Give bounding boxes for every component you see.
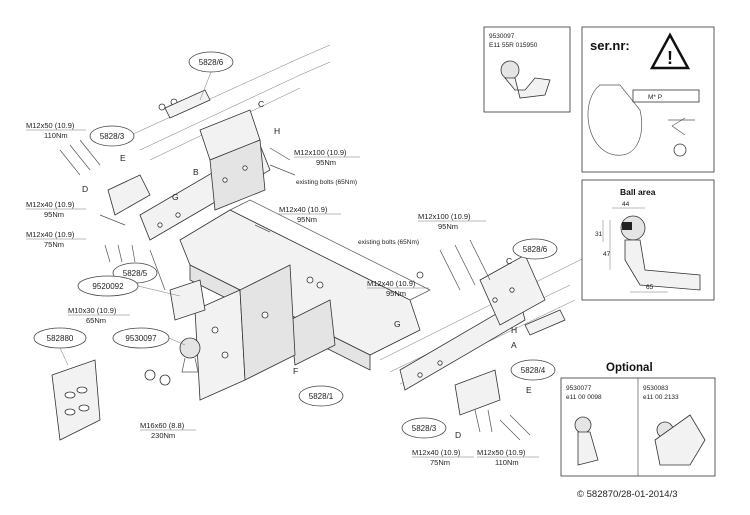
dim-65: 65 bbox=[646, 284, 654, 291]
sernr-title: ser.nr: bbox=[590, 38, 630, 53]
warning-triangle-icon bbox=[649, 32, 691, 70]
part-9530097: 9530097 bbox=[125, 334, 157, 343]
part-5828-5: 5828/5 bbox=[123, 269, 148, 278]
ball-mount-plate bbox=[194, 264, 296, 401]
letter-E-left: E bbox=[120, 153, 126, 163]
ball-area-box: Ball area 44 31 47 65 bbox=[581, 179, 715, 301]
bolt-spec-9-size: M16x60 (8.8) bbox=[140, 421, 185, 430]
bolt-spec-8-size: M10x30 (10.9) bbox=[68, 306, 117, 315]
bolt-spec-6-torque: 95Nm bbox=[438, 222, 458, 231]
bolt-spec-11-torque: 110Nm bbox=[495, 458, 519, 467]
bolt-spec-10-torque: 75Nm bbox=[430, 458, 450, 467]
letter-E-right: E bbox=[526, 385, 532, 395]
bolt-spec-11-size: M12x50 (10.9) bbox=[477, 448, 526, 457]
bolt-spec-5-torque: 95Nm bbox=[297, 215, 317, 224]
bolt-specs: M12x50 (10.9) 110Nm M12x100 (10.9) 95Nm … bbox=[26, 121, 539, 467]
bolt-spec-3-torque: 95Nm bbox=[44, 210, 64, 219]
bolt-spec-4-torque: 75Nm bbox=[44, 240, 64, 249]
ball-approval: E11 55R 015950 bbox=[489, 42, 538, 49]
part-5828-4: 5828/4 bbox=[521, 366, 546, 375]
letter-D-left: D bbox=[82, 184, 88, 194]
part-5828-3-left: 5828/3 bbox=[100, 132, 125, 141]
dim-44: 44 bbox=[622, 201, 630, 208]
bolt-spec-9-torque: 230Nm bbox=[151, 431, 175, 440]
warning-exclamation-icon: ! bbox=[667, 48, 673, 68]
dim-47: 47 bbox=[603, 251, 611, 258]
letter-F: F bbox=[293, 366, 298, 376]
letter-G-left: G bbox=[172, 192, 179, 202]
bolt-spec-1-size: M12x50 (10.9) bbox=[26, 121, 75, 130]
bolt-spec-1-torque: 110Nm bbox=[44, 131, 68, 140]
bolt-spec-3-size: M12x40 (10.9) bbox=[26, 200, 75, 209]
part-5828-1: 5828/1 bbox=[309, 392, 334, 401]
letter-C-right: C bbox=[506, 256, 512, 266]
socket-plate bbox=[51, 359, 101, 441]
letter-D-right: D bbox=[455, 430, 461, 440]
part-callouts: 5828/6 5828/3 5828/5 9520092 9530097 582… bbox=[33, 51, 558, 439]
letter-H-right: H bbox=[511, 325, 517, 335]
small-plates bbox=[107, 89, 566, 416]
letter-G-right: G bbox=[394, 319, 401, 329]
existing-bolts-left: existing bolts (65Nm) bbox=[296, 179, 357, 186]
part-5828-6-top: 5828/6 bbox=[199, 58, 224, 67]
optional-section: Optional 9530077 e11 00 0098 9530083 e11… bbox=[560, 362, 716, 477]
letter-labels: C H E D B G C G H A F E D bbox=[82, 99, 532, 440]
bolt-spec-6-size: M12x100 (10.9) bbox=[418, 212, 471, 221]
part-5828-3-right: 5828/3 bbox=[412, 424, 437, 433]
bolt-spec-10-size: M12x40 (10.9) bbox=[412, 448, 461, 457]
right-bracket bbox=[399, 254, 546, 391]
optional-item2-approval: e11 00 2133 bbox=[643, 394, 679, 401]
letter-C-left: C bbox=[258, 99, 264, 109]
optional-title: Optional bbox=[606, 362, 653, 374]
part-582880: 582880 bbox=[47, 334, 74, 343]
optional-item2-code: 9530083 bbox=[643, 385, 669, 392]
bolt-spec-5-size: M12x40 (10.9) bbox=[279, 205, 328, 214]
serial-number-box: ser.nr: ! M* P bbox=[581, 26, 715, 173]
existing-bolts-right: existing bolts (65Nm) bbox=[358, 239, 419, 246]
letter-A: A bbox=[511, 340, 517, 350]
part-9520092: 9520092 bbox=[92, 282, 124, 291]
ball-info-box: 9530097 E11 55R 015950 bbox=[483, 26, 571, 113]
sernr-plate: M* P bbox=[648, 94, 662, 101]
bolt-spec-2-torque: 95Nm bbox=[316, 158, 336, 167]
optional-item1-code: 9530077 bbox=[566, 385, 592, 392]
bolt-spec-7-size: M12x40 (10.9) bbox=[367, 279, 416, 288]
bolt-spec-8-torque: 65Nm bbox=[86, 316, 106, 325]
bolt-spec-2-size: M12x100 (10.9) bbox=[294, 148, 347, 157]
dim-31: 31 bbox=[595, 231, 603, 238]
ball-code: 9530097 bbox=[489, 33, 515, 40]
letter-H-left: H bbox=[274, 126, 280, 136]
ball-area-title: Ball area bbox=[620, 187, 656, 197]
tow-ball bbox=[179, 337, 201, 373]
left-bracket bbox=[139, 109, 271, 241]
letter-B: B bbox=[193, 167, 199, 177]
bolt-spec-4-size: M12x40 (10.9) bbox=[26, 230, 75, 239]
part-5828-6-right: 5828/6 bbox=[523, 245, 548, 254]
bolt-spec-7-torque: 95Nm bbox=[386, 289, 406, 298]
optional-item1-approval: e11 00 0098 bbox=[566, 394, 602, 401]
footer-document-id: © 582870/28-01-2014/3 bbox=[577, 489, 678, 500]
